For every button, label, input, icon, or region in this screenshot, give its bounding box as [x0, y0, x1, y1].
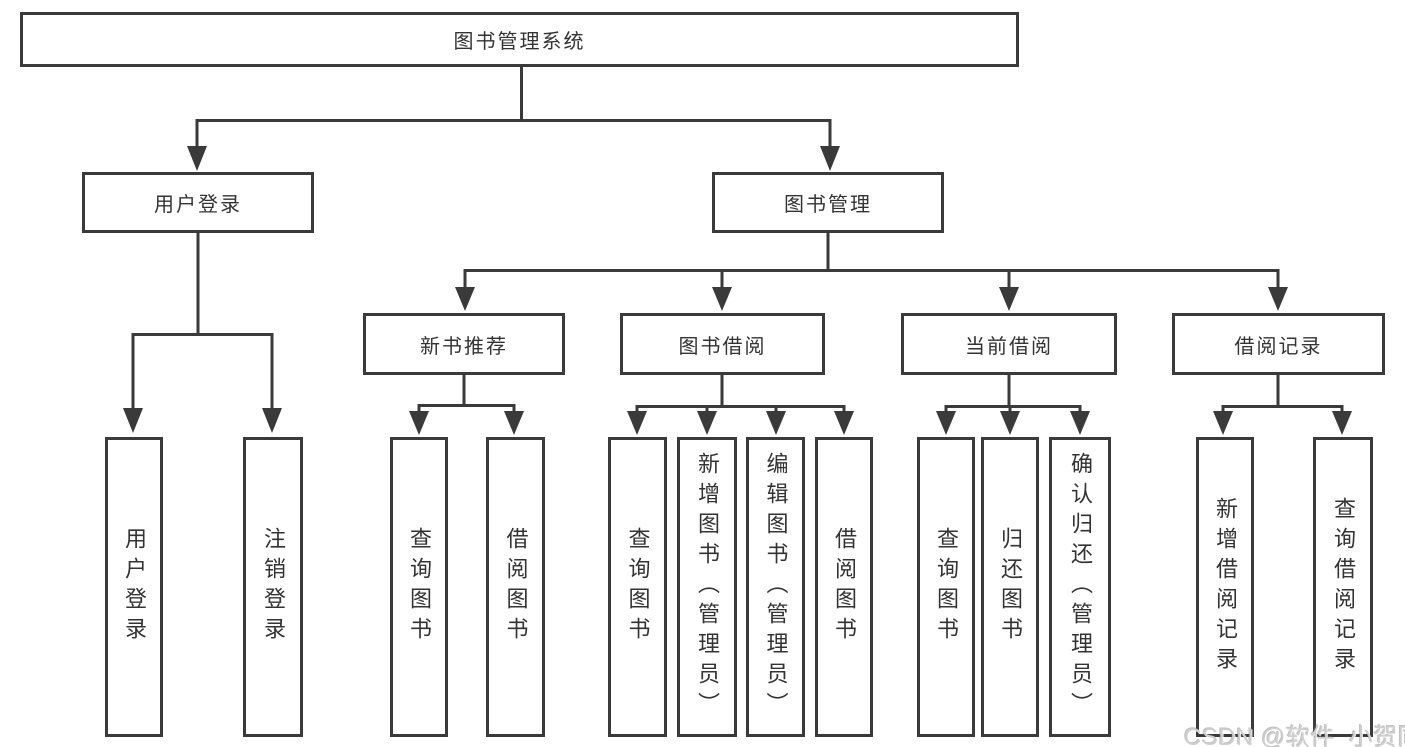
node-label: 用户登录 [154, 194, 242, 216]
leaf-query-books: 查询图书 [390, 437, 448, 737]
leaf-label: 借阅图书 [503, 527, 529, 647]
leaf-label: 归还图书 [998, 527, 1023, 647]
leaf-label: 用户登录 [122, 527, 147, 647]
leaf-return-books: 归还图书 [981, 437, 1039, 737]
leaf-label: 新增借阅记录 [1213, 497, 1238, 677]
csdn-watermark: CSDN @软件_小贺同学 [1184, 724, 1405, 747]
leaf-logout: 注销登录 [243, 437, 303, 737]
node-borrowing-records: 借阅记录 [1172, 313, 1385, 375]
leaf-confirm-return-admin: 确认归还（管理员） [1049, 437, 1111, 737]
node-user-login: 用户登录 [82, 172, 314, 233]
node-label: 图书管理系统 [453, 31, 586, 53]
leaf-borrow-books: 借阅图书 [815, 437, 873, 737]
node-library-management-system: 图书管理系统 [20, 12, 1019, 67]
leaf-borrow-books: 借阅图书 [486, 437, 545, 737]
leaf-label: 编辑图书（管理员） [763, 452, 789, 722]
node-label: 新书推荐 [420, 335, 508, 358]
node-book-borrowing: 图书借阅 [620, 313, 825, 375]
leaf-add-borrow-record: 新增借阅记录 [1196, 437, 1254, 737]
leaf-add-books-admin: 新增图书（管理员） [677, 437, 737, 737]
arrowheads [123, 146, 1352, 435]
leaf-query-books: 查询图书 [917, 437, 975, 737]
leaf-label: 确认归还（管理员） [1068, 452, 1093, 722]
node-label: 借阅记录 [1234, 335, 1323, 358]
leaf-label: 查询借阅记录 [1331, 497, 1356, 677]
leaf-label: 借阅图书 [832, 527, 857, 647]
leaf-label: 注销登录 [261, 527, 286, 647]
leaf-edit-books-admin: 编辑图书（管理员） [746, 437, 805, 737]
node-current-borrowing: 当前借阅 [901, 313, 1117, 375]
node-book-management: 图书管理 [712, 172, 944, 233]
leaf-query-books: 查询图书 [608, 437, 667, 737]
node-label: 当前借阅 [965, 335, 1053, 358]
leaf-user-login: 用户登录 [105, 437, 163, 737]
node-label: 图书管理 [784, 194, 872, 216]
leaf-label: 查询图书 [407, 527, 432, 647]
leaf-query-borrow-record: 查询借阅记录 [1313, 437, 1373, 737]
leaf-label: 新增图书（管理员） [695, 452, 720, 722]
leaf-label: 查询图书 [934, 527, 959, 647]
node-new-book-recommendation: 新书推荐 [363, 313, 565, 375]
node-label: 图书借阅 [678, 335, 767, 358]
leaf-label: 查询图书 [625, 527, 651, 647]
